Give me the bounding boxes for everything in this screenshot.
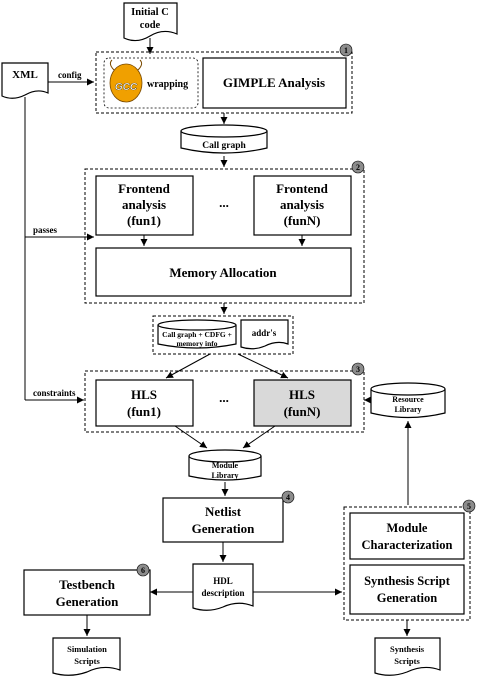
simulation-scripts-doc: Simulation Scripts [52, 637, 121, 676]
cdfg-line1: Call graph + CDFG + [162, 330, 232, 339]
edge-hlsN-to-modlib [242, 425, 276, 449]
memory-allocation-box [95, 247, 352, 297]
svg-text:1: 1 [344, 46, 348, 55]
passes-label: passes [33, 225, 58, 235]
hls-fun1-line2: (fun1) [127, 404, 161, 419]
resource-library-db: Resource Library [370, 382, 446, 419]
testbench-line2: Generation [56, 594, 120, 609]
constraints-label: constraints [33, 388, 76, 398]
netlist-generation-box [162, 497, 284, 543]
frontend-fun1-box [95, 175, 194, 236]
hls-fun1-line1: HLS [131, 387, 157, 402]
step-badge-2: 2 [351, 160, 365, 174]
gimple-analysis-label: GIMPLE Analysis [223, 75, 325, 90]
addrs-label: addr's [252, 328, 277, 338]
cdfg-line2: memory info [176, 339, 217, 348]
xml-label: XML [12, 69, 38, 81]
synth-script-line2: Generation [377, 591, 437, 605]
cdfg-info-frame [152, 315, 294, 355]
netlist-line1: Netlist [205, 504, 242, 519]
svg-text:3: 3 [356, 365, 360, 374]
hls-funN-line1: HLS [289, 387, 315, 402]
edge-info-to-hlsN [237, 353, 289, 379]
module-library-line2: Library [211, 471, 238, 480]
initial-c-line2: code [140, 20, 161, 31]
resource-library-line2: Library [394, 405, 421, 414]
wrapping-label: wrapping [147, 79, 188, 90]
frontend-funN-line3: (funN) [284, 213, 321, 228]
gcc-wrapping-box: GCC wrapping [103, 57, 199, 109]
memory-allocation-label: Memory Allocation [169, 265, 277, 280]
gimple-analysis-box [202, 57, 347, 109]
frontend-fun1-line1: Frontend [118, 181, 171, 196]
synthesis-scripts-doc: Synthesis Scripts [374, 637, 441, 676]
synth-scripts-line1: Synthesis [390, 644, 425, 654]
edge-info-to-hls1 [165, 353, 211, 379]
hdl-description-doc: HDL description [192, 563, 254, 611]
step-badge-6: 6 [136, 563, 150, 577]
testbench-line1: Testbench [59, 577, 116, 592]
cdfg-memory-db: Call graph + CDFG + memory info [157, 319, 237, 349]
module-library-db: Module Library [188, 449, 262, 481]
svg-text:5: 5 [467, 502, 471, 511]
synth-script-line1: Synthesis Script [364, 574, 451, 588]
frontend-fun1-line2: analysis [122, 197, 166, 212]
xml-node: XML [1, 62, 49, 99]
svg-text:GCC: GCC [115, 82, 138, 93]
hdl-line2: description [201, 588, 244, 598]
synthesis-script-generation-box [349, 564, 465, 615]
step-badge-3: 3 [351, 362, 365, 376]
edge-hls1-to-modlib [174, 425, 208, 449]
call-graph-db: Call graph [180, 124, 268, 154]
sim-line2: Scripts [74, 656, 100, 666]
frontend-funN-box [253, 175, 352, 236]
frontend-funN-line2: analysis [280, 197, 324, 212]
testbench-generation-box [23, 569, 151, 616]
netlist-line2: Generation [192, 521, 256, 536]
frontend-ellipsis: ... [219, 195, 229, 210]
module-characterization-box [349, 512, 465, 560]
call-graph-label: Call graph [202, 141, 246, 151]
sim-line1: Simulation [67, 644, 107, 654]
svg-text:6: 6 [141, 566, 145, 575]
svg-text:2: 2 [356, 163, 360, 172]
step-badge-1: 1 [339, 43, 353, 57]
module-library-line1: Module [212, 461, 239, 470]
gcc-logo: GCC [109, 59, 143, 103]
hls-ellipsis: ... [219, 390, 229, 405]
hdl-line1: HDL [213, 576, 233, 586]
synth-scripts-line2: Scripts [394, 656, 420, 666]
hls-funN-box [253, 379, 352, 427]
module-char-line2: Characterization [362, 538, 453, 552]
config-label: config [58, 70, 82, 80]
module-char-line1: Module [387, 521, 428, 535]
frontend-fun1-line3: (fun1) [127, 213, 161, 228]
step-badge-5: 5 [462, 499, 476, 513]
hls-fun1-box [95, 379, 194, 427]
resource-library-line1: Resource [392, 395, 424, 404]
initial-c-code-node: Initial C code [123, 2, 178, 42]
hls-funN-line2: (funN) [284, 404, 321, 419]
initial-c-line1: Initial C [131, 7, 169, 18]
svg-text:4: 4 [286, 493, 290, 502]
step-badge-4: 4 [281, 490, 295, 504]
addrs-doc: addr's [240, 319, 289, 350]
frontend-funN-line1: Frontend [276, 181, 329, 196]
